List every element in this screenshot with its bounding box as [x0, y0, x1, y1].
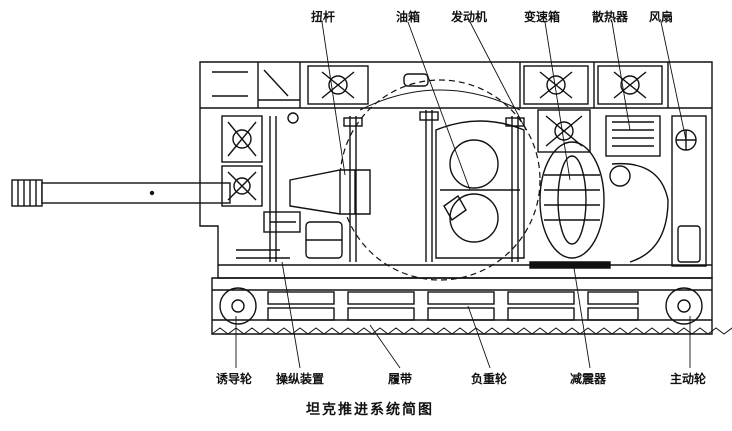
gearbox-unit [529, 109, 611, 269]
running-gear [211, 277, 732, 335]
radiator-unit [605, 115, 669, 263]
label-torsion-bar: 扭杆 [311, 10, 336, 24]
support-posts [343, 110, 525, 262]
gun-breech [289, 169, 371, 215]
hull [199, 61, 713, 279]
drive-sprocket-shape [665, 287, 703, 325]
idler-wheel-shape [219, 287, 257, 325]
label-idler-wheel: 诱导轮 [216, 372, 253, 386]
label-radiator: 散热器 [592, 10, 629, 24]
label-fuel-tank: 油箱 [396, 10, 421, 24]
label-steering-device: 操纵装置 [276, 372, 325, 386]
road-wheel-shapes [267, 291, 639, 321]
engine-block [435, 120, 525, 259]
label-road-wheel: 负重轮 [471, 372, 508, 386]
label-track: 履带 [388, 372, 413, 386]
fan-unit [671, 115, 707, 267]
fighting-compartment [221, 112, 343, 262]
label-shock-absorber: 减震器 [570, 372, 607, 386]
label-fan: 风扇 [649, 10, 674, 24]
top-deck-hatches [307, 65, 663, 105]
label-gearbox: 变速箱 [524, 10, 561, 24]
leader-lines [235, 21, 691, 369]
label-drive-sprocket: 主动轮 [670, 372, 707, 386]
figure-caption: 坦克推进系统简图 [306, 402, 434, 418]
gun-barrel [11, 179, 231, 207]
label-engine: 发动机 [451, 10, 488, 24]
